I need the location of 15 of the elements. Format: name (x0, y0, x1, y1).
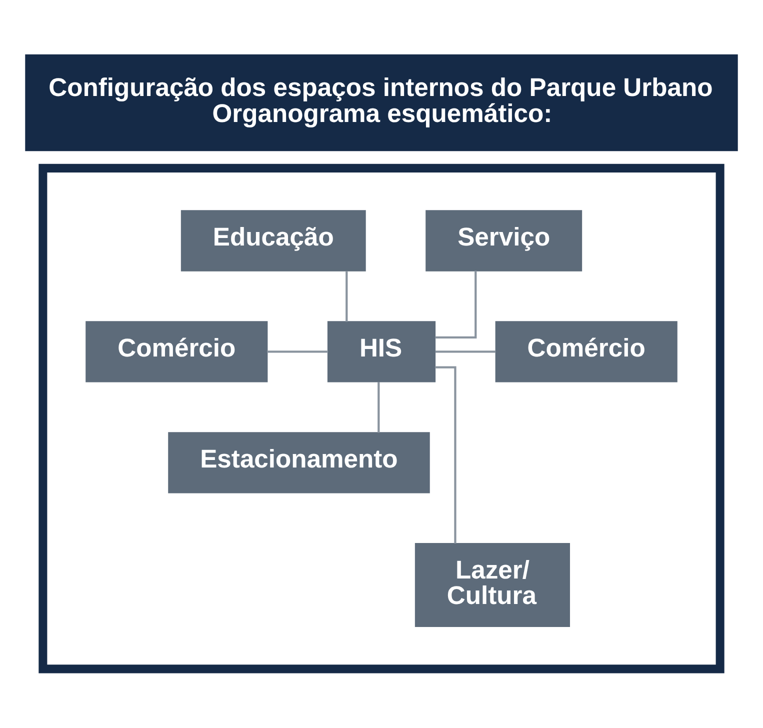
node-box: Comércio (495, 320, 678, 382)
diagram-title: Configuração dos espaços internos do Parque Urbano Organograma esquemático: (48, 74, 713, 128)
cluster (38, 163, 724, 673)
connector (435, 350, 496, 352)
node-box: Comércio (86, 320, 268, 382)
node-box: Lazer/ Cultura (414, 542, 570, 626)
connector (346, 270, 348, 322)
node-box: Estacionamento (168, 432, 430, 493)
connector (435, 366, 456, 544)
node-box: Educação (180, 210, 366, 271)
connector (378, 382, 380, 432)
connector (435, 270, 477, 338)
node-box: Serviço (426, 210, 582, 271)
node-box: HIS (327, 320, 436, 382)
connector (267, 350, 328, 352)
